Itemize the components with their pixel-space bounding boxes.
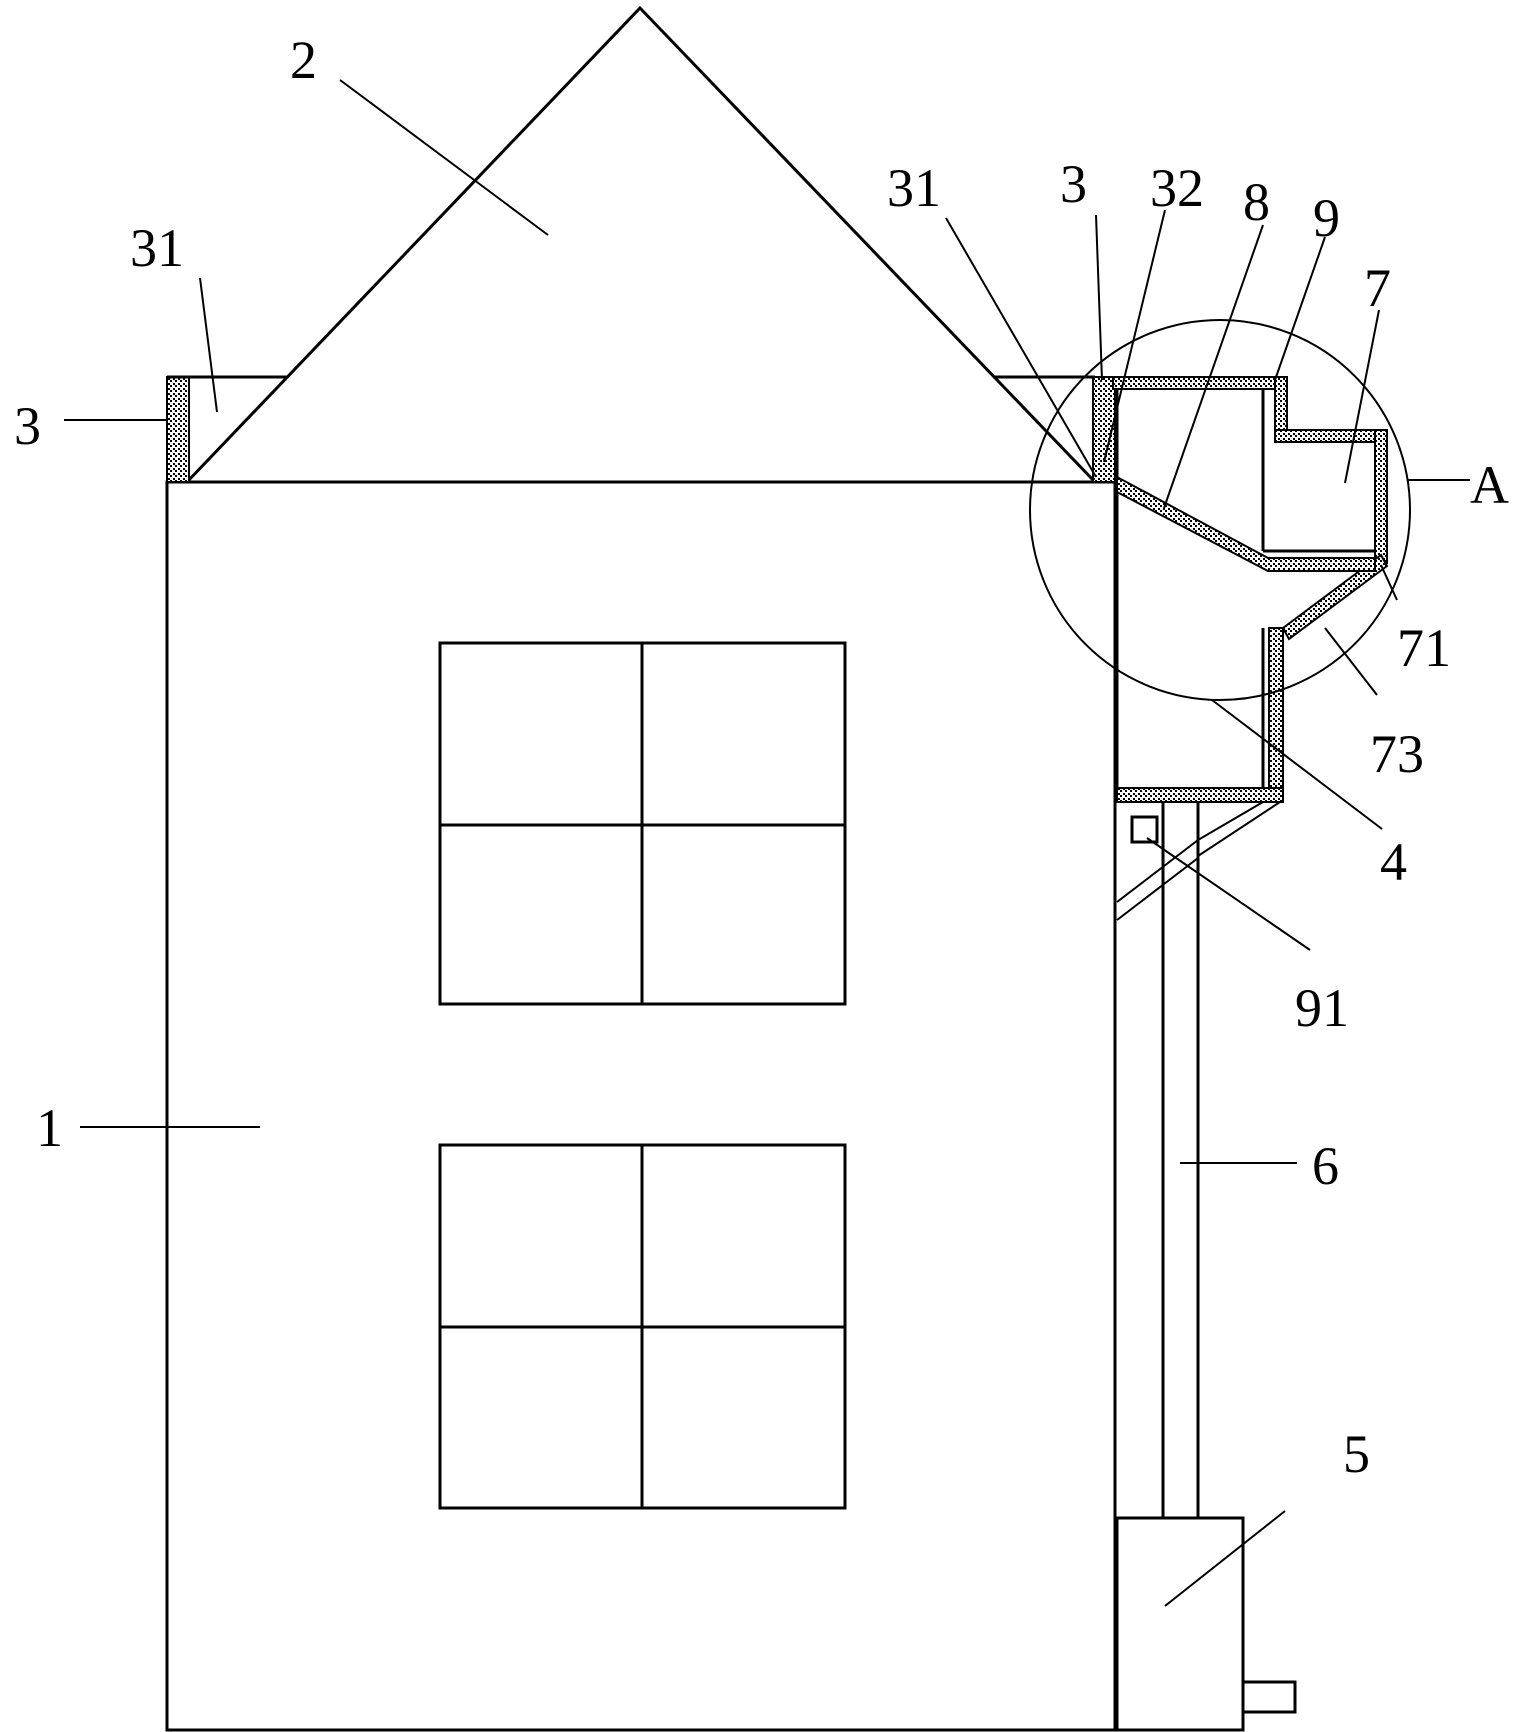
- leader-73: [1324, 627, 1378, 696]
- sensor: [1130, 815, 1159, 844]
- leader-8: [1163, 224, 1264, 509]
- label-6: 6: [1312, 1136, 1339, 1196]
- detail-circle-a: [1029, 319, 1411, 701]
- label-31-right: 31: [887, 158, 941, 218]
- label-31-left: 31: [130, 218, 184, 278]
- label-4: 4: [1380, 832, 1407, 892]
- label-9: 9: [1313, 188, 1340, 248]
- label-91: 91: [1295, 978, 1349, 1038]
- roof-outline: [185, 5, 1097, 484]
- label-a: A: [1470, 455, 1509, 515]
- leader-71: [1380, 564, 1398, 601]
- tank-outlet: [1241, 1680, 1297, 1714]
- leader-9: [1274, 236, 1326, 381]
- label-32: 32: [1150, 158, 1204, 218]
- label-3-right: 3: [1060, 154, 1087, 214]
- label-1: 1: [36, 1098, 63, 1158]
- leader-31-right: [945, 217, 1097, 478]
- leader-5: [1164, 1510, 1286, 1607]
- label-7: 7: [1364, 258, 1391, 318]
- label-8: 8: [1243, 172, 1270, 232]
- label-2: 2: [290, 30, 317, 90]
- label-3-left: 3: [14, 396, 41, 456]
- label-71: 71: [1397, 618, 1451, 678]
- label-73: 73: [1370, 724, 1424, 784]
- lower-window: [438, 1143, 847, 1510]
- house-body: [165, 480, 1117, 1732]
- collection-box: [1112, 376, 1389, 803]
- leader-2: [339, 79, 549, 236]
- leader-32: [1103, 209, 1166, 463]
- leader-3-right: [1095, 214, 1103, 381]
- label-5: 5: [1343, 1424, 1370, 1484]
- leader-4: [1211, 699, 1383, 830]
- leader-31-left: [199, 277, 218, 413]
- upper-window: [438, 641, 847, 1006]
- sloped-filter-screen: [1116, 475, 1376, 572]
- storage-tank: [1115, 1516, 1245, 1732]
- parapet-right-wall: [1092, 376, 1116, 483]
- leader-7: [1344, 309, 1380, 484]
- parapet-left-wall: [166, 376, 190, 483]
- downpipe: [1116, 801, 1281, 1518]
- leader-91: [1146, 837, 1311, 951]
